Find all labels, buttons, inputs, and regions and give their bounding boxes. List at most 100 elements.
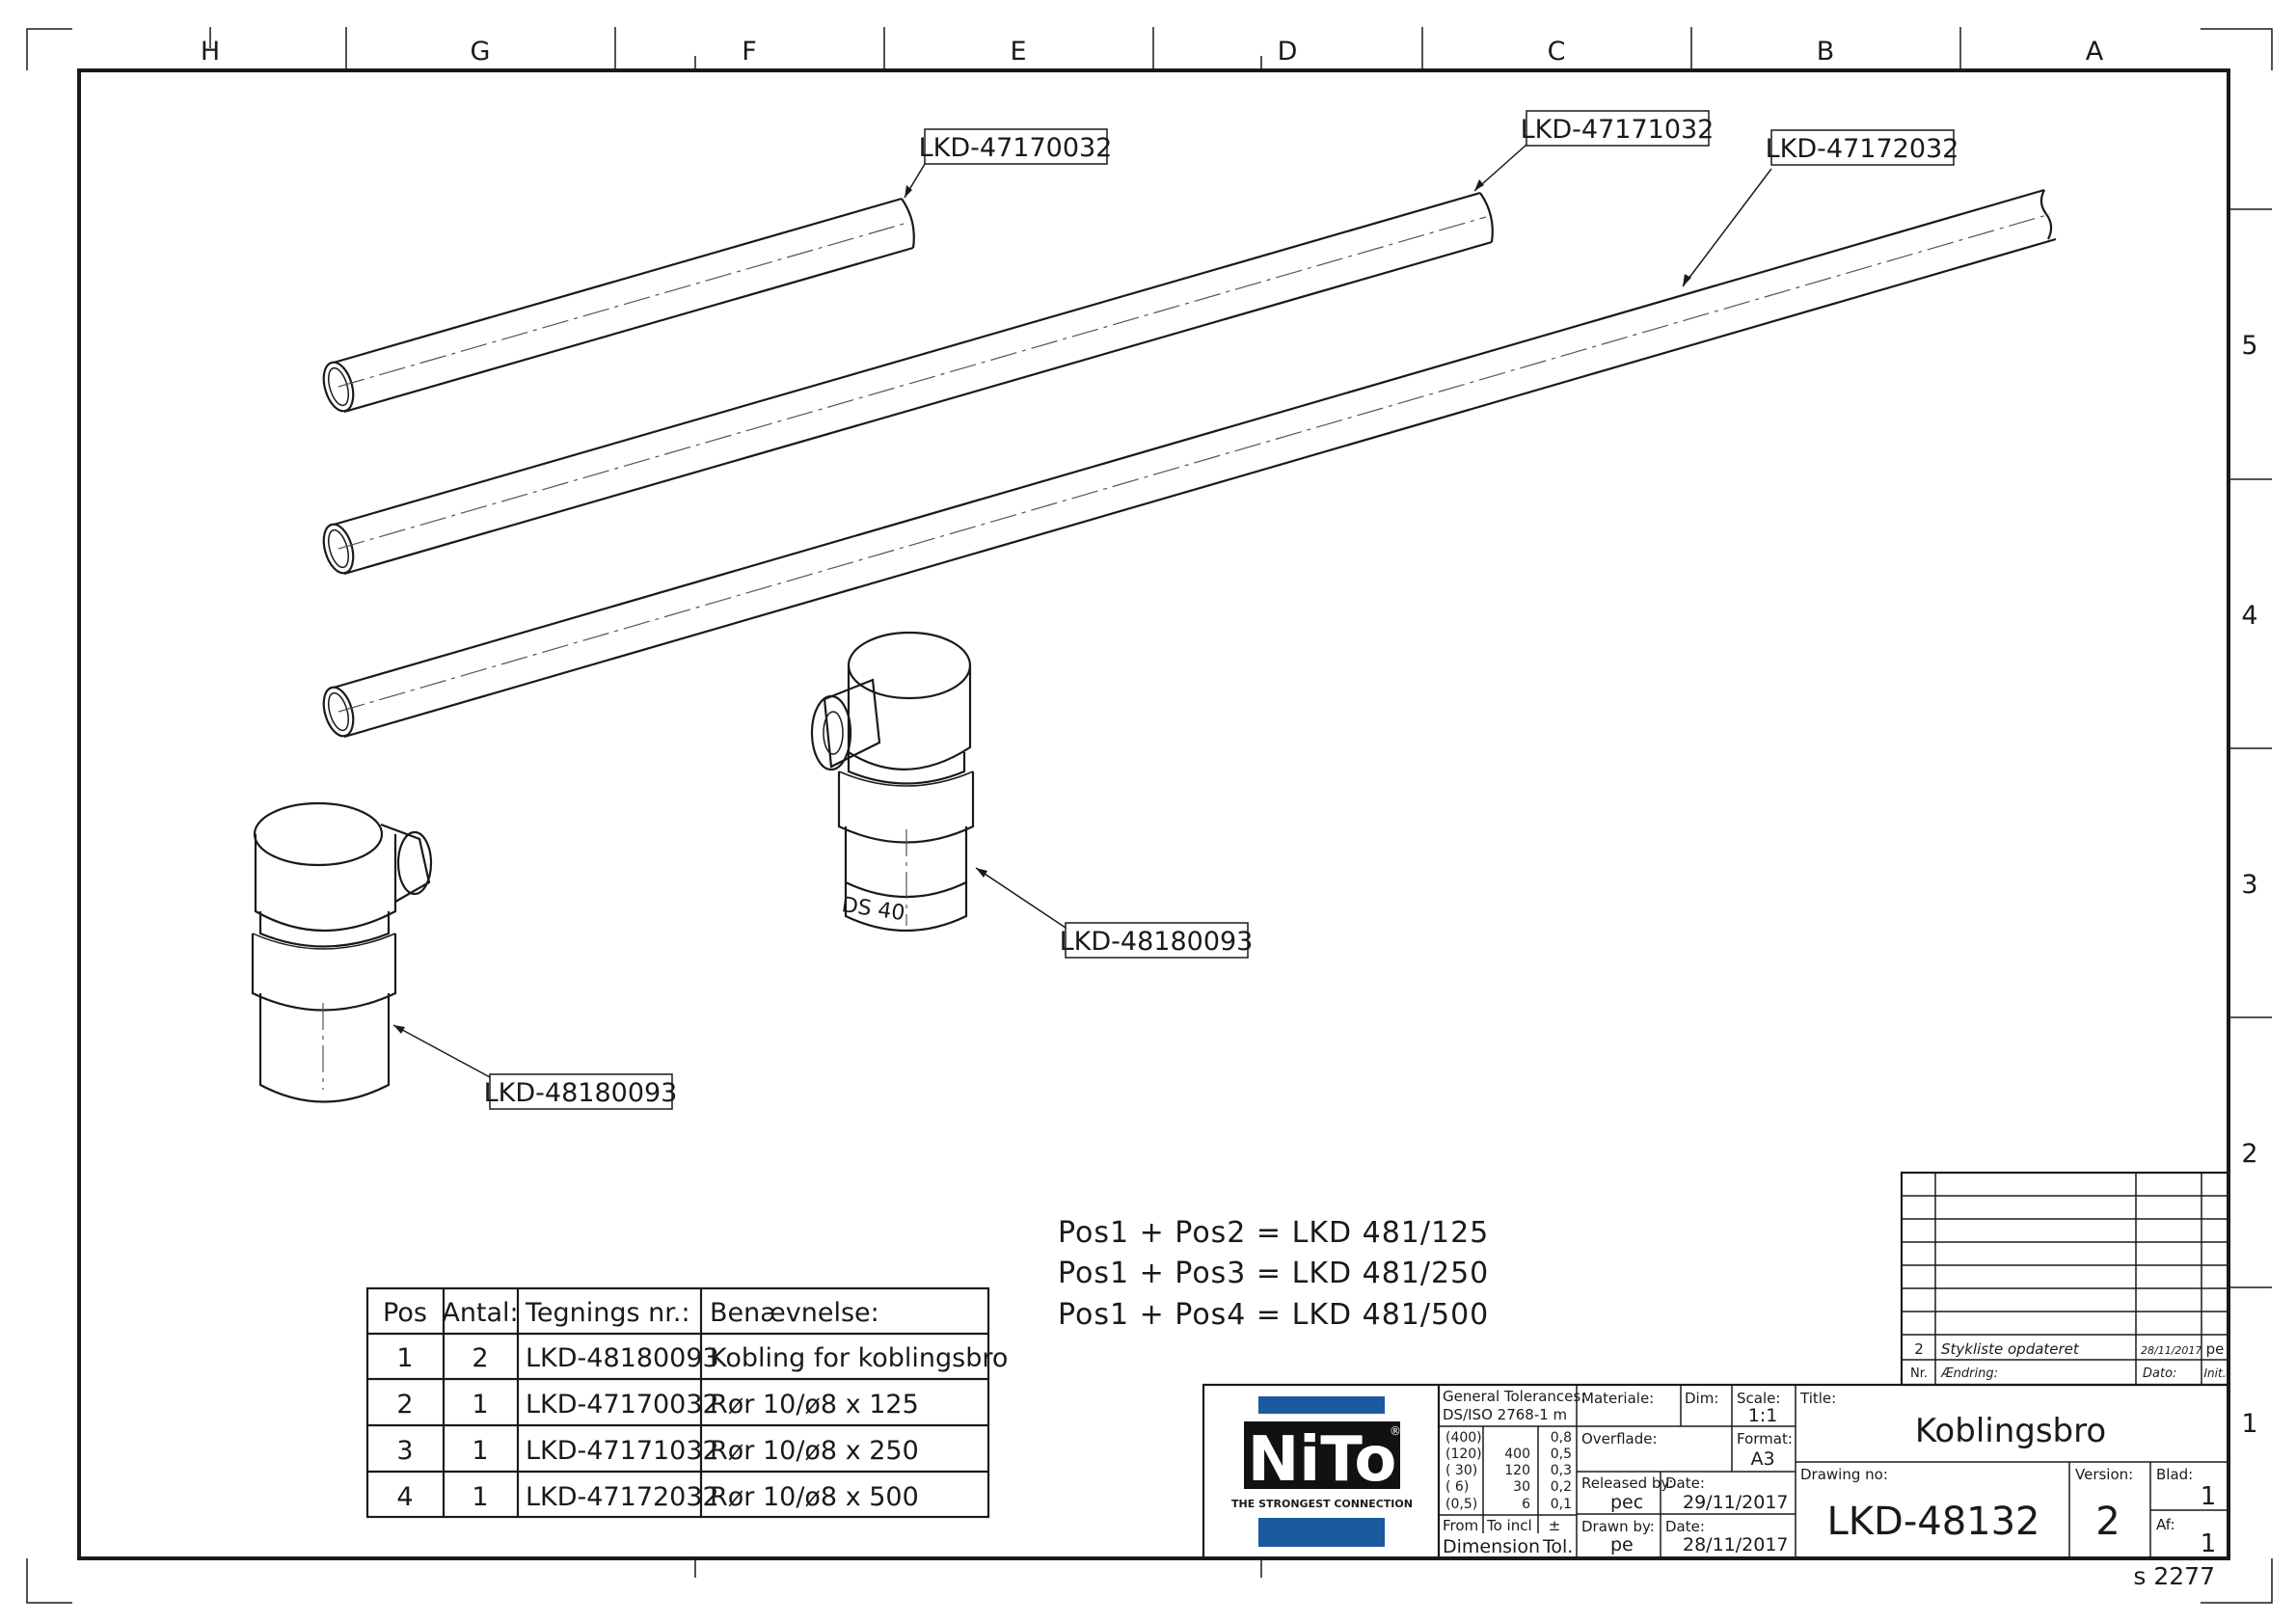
tolerance-cell: 0,3: [1551, 1463, 1572, 1478]
column-label: C: [1548, 37, 1566, 67]
dimension-label: Dimension: [1443, 1536, 1540, 1557]
combination-line: Pos1 + Pos3 = LKD 481/250: [1058, 1257, 1489, 1290]
tolerance-cell: 30: [1513, 1479, 1530, 1495]
parts-cell: LKD-47172032: [526, 1482, 719, 1512]
parts-cell: Rør 10/ø8 x 500: [710, 1482, 919, 1512]
parts-cell: Kobling for koblingsbro: [710, 1343, 1008, 1373]
revision-header-change: Ændring:: [1940, 1366, 1998, 1381]
parts-cell: 2: [396, 1390, 413, 1420]
drawing-frame: [26, 27, 2273, 1604]
to-incl-label: To incl: [1486, 1517, 1532, 1534]
parts-cell: 1: [472, 1436, 488, 1466]
tolerance-cell: (400): [1445, 1430, 1482, 1446]
row-label: 1: [2241, 1409, 2257, 1439]
logo-tagline: THE STRONGEST CONNECTION: [1231, 1498, 1413, 1510]
revision-header-nr: Nr.: [1910, 1366, 1928, 1381]
column-label: E: [1010, 37, 1026, 67]
row-label: 2: [2241, 1139, 2257, 1169]
drawn-by-label: Drawn by:: [1581, 1518, 1655, 1535]
combination-line: Pos1 + Pos4 = LKD 481/500: [1058, 1298, 1489, 1332]
parts-header-drawing-no: Tegnings nr.:: [525, 1298, 690, 1328]
tolerance-rows: (400) 0,8 (120) 400 0,5 ( 30) 120 0,3 ( …: [1445, 1430, 1572, 1512]
format-label: Format:: [1737, 1430, 1793, 1447]
revision-header-init: Init.: [2204, 1366, 2227, 1380]
title-label: Title:: [1799, 1390, 1836, 1407]
callout-text: LKD-48180093: [484, 1078, 678, 1108]
nito-logo: NiTo ® THE STRONGEST CONNECTION: [1231, 1396, 1413, 1547]
tolerance-cell: (120): [1445, 1447, 1482, 1462]
callout-tube-250: LKD-47171032: [1521, 110, 1715, 147]
revision-entry-date: 28/11/2017: [2141, 1344, 2201, 1357]
scale-label: Scale:: [1737, 1390, 1780, 1407]
tolerance-cell: 0,2: [1551, 1479, 1572, 1495]
column-label: D: [1278, 37, 1298, 67]
general-tolerances-label: General Tolerances:: [1443, 1388, 1585, 1405]
revision-header-date: Dato:: [2143, 1366, 2176, 1381]
parts-cell: LKD-47170032: [526, 1390, 719, 1420]
column-label: F: [742, 37, 757, 67]
dim-label: Dim:: [1685, 1390, 1718, 1407]
parts-header-pos: Pos: [383, 1298, 427, 1328]
parts-header-description: Benævnelse:: [710, 1298, 879, 1328]
logo-wordmark: NiTo: [1248, 1424, 1397, 1496]
callout-text: LKD-47172032: [1766, 134, 1959, 164]
released-date-value: 29/11/2017: [1683, 1492, 1789, 1513]
tolerance-cell: 120: [1504, 1463, 1530, 1478]
callout-tube-500: LKD-47172032: [1766, 129, 1959, 166]
tolerance-standard: DS/ISO 2768-1 m: [1443, 1406, 1567, 1423]
of-label: Af:: [2156, 1516, 2175, 1533]
tube-500: [322, 188, 2057, 739]
parts-cell: Rør 10/ø8 x 250: [710, 1436, 919, 1466]
revision-entry-nr: 2: [1914, 1340, 1924, 1358]
coupling-right: DS 40: [810, 631, 975, 933]
drawn-by-value: pe: [1610, 1534, 1634, 1555]
tolerance-cell: ( 6): [1445, 1479, 1469, 1495]
parts-cell: 1: [472, 1482, 488, 1512]
tube-250: [322, 191, 1494, 576]
parts-header-qty: Antal:: [442, 1298, 518, 1328]
parts-cell: LKD-48180093: [526, 1343, 719, 1373]
callout-coupling-right: LKD-48180093: [1060, 922, 1254, 959]
parts-cell: 1: [472, 1390, 488, 1420]
revision-entry-init: pe: [2206, 1340, 2225, 1358]
drawn-date-label: Date:: [1665, 1518, 1705, 1535]
scale-value: 1:1: [1748, 1405, 1778, 1426]
surface-label: Overflade:: [1581, 1430, 1658, 1447]
sheet-value: 1: [2201, 1482, 2217, 1511]
parts-cell: LKD-47171032: [526, 1436, 719, 1466]
callout-text: LKD-47171032: [1521, 115, 1715, 145]
column-label: B: [1817, 37, 1835, 67]
revision-entry-change: Stykliste opdateret: [1941, 1340, 2080, 1358]
tolerance-cell: ( 30): [1445, 1463, 1477, 1478]
parts-cell: 4: [396, 1482, 413, 1512]
format-value: A3: [1750, 1448, 1774, 1470]
revision-table: 2 Stykliste opdateret 28/11/2017 pe Nr. …: [1900, 1171, 2230, 1387]
row-labels: 5 4 3 2 1: [2241, 331, 2257, 1439]
drawing-number: LKD-48132: [1827, 1500, 2040, 1544]
row-label: 3: [2241, 870, 2257, 900]
parts-cell: Rør 10/ø8 x 125: [710, 1390, 919, 1420]
logo-registered-mark: ®: [1390, 1424, 1401, 1438]
sheet-code: s 2277: [2133, 1562, 2215, 1590]
tolerance-cell: 6: [1522, 1497, 1530, 1512]
plus-minus-label: ±: [1549, 1517, 1561, 1534]
from-label: From: [1443, 1517, 1478, 1534]
title-block: NiTo ® THE STRONGEST CONNECTION General …: [1202, 1383, 2230, 1560]
drawing-no-label: Drawing no:: [1800, 1466, 1888, 1483]
row-label: 4: [2241, 601, 2257, 631]
callout-text: LKD-47170032: [919, 133, 1113, 163]
callout-text: LKD-48180093: [1060, 927, 1254, 957]
coupling-left: [251, 801, 433, 1103]
column-labels: H G F E D C B A: [201, 37, 2104, 67]
column-label: G: [471, 37, 491, 67]
tolerance-cell: 400: [1504, 1447, 1530, 1462]
parts-cell: 2: [472, 1343, 488, 1373]
row-label: 5: [2241, 331, 2257, 361]
tolerance-cell: 0,8: [1551, 1430, 1572, 1446]
sheet-label: Blad:: [2156, 1466, 2193, 1483]
version-value: 2: [2095, 1500, 2120, 1544]
tolerance-cell: 0,5: [1551, 1447, 1572, 1462]
parts-list-table: Pos Antal: Tegnings nr.: Benævnelse: 1 2…: [365, 1286, 1008, 1519]
version-label: Version:: [2075, 1466, 2133, 1483]
